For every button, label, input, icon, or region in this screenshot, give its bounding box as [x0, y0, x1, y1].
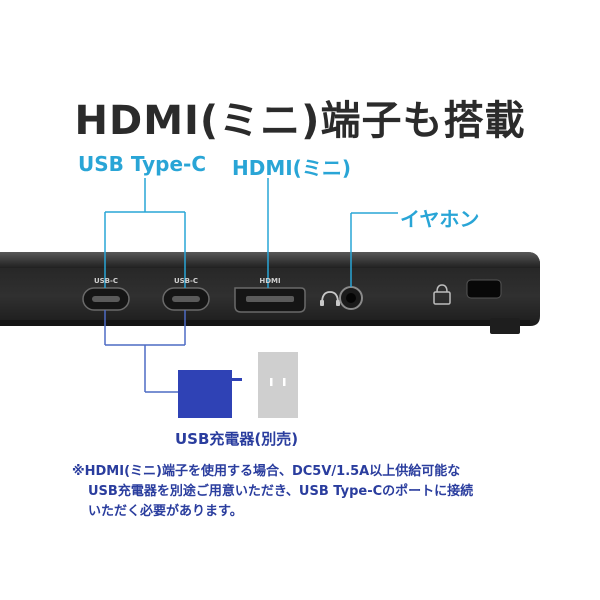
- hdmi-port-tag: HDMI: [259, 277, 281, 285]
- usb-charger-label: USB充電器(別売): [175, 430, 299, 448]
- earphone-label: イヤホン: [400, 207, 480, 231]
- usage-note-line-2: USB充電器を別途ご用意いただき、USB Type-Cのポートに接続: [88, 484, 474, 499]
- security-slot: [466, 279, 502, 299]
- usb-type-c-label: USB Type-C: [78, 152, 207, 176]
- usage-note-line-1: ※HDMI(ミニ)端子を使用する場合、DC5V/1.5A以上供給可能な: [72, 464, 461, 479]
- usbc-port-2-tag: USB-C: [173, 277, 199, 285]
- usage-note: ※HDMI(ミニ)端子を使用する場合、DC5V/1.5A以上供給可能な USB充…: [72, 462, 473, 522]
- charger-connection-line: [104, 310, 186, 393]
- wall-outlet: [258, 352, 298, 418]
- usbc-bracket: [104, 178, 186, 288]
- usage-note-line-3: いただく必要があります。: [88, 504, 243, 519]
- hdmi-mini-port: [234, 287, 306, 313]
- earphone-jack: [339, 286, 363, 310]
- usbc-port-1: [82, 287, 130, 311]
- hdmi-mini-label: HDMI(ミニ): [232, 156, 351, 180]
- usbc-port-2: [162, 287, 210, 311]
- headphone-icon: [320, 291, 340, 306]
- usbc-port-1-tag: USB-C: [93, 277, 119, 285]
- earphone-callout-line: [350, 212, 398, 287]
- usb-charger: [178, 370, 242, 418]
- lock-icon: [433, 284, 451, 305]
- page-title: HDMI(ミニ)端子も搭載: [74, 98, 526, 144]
